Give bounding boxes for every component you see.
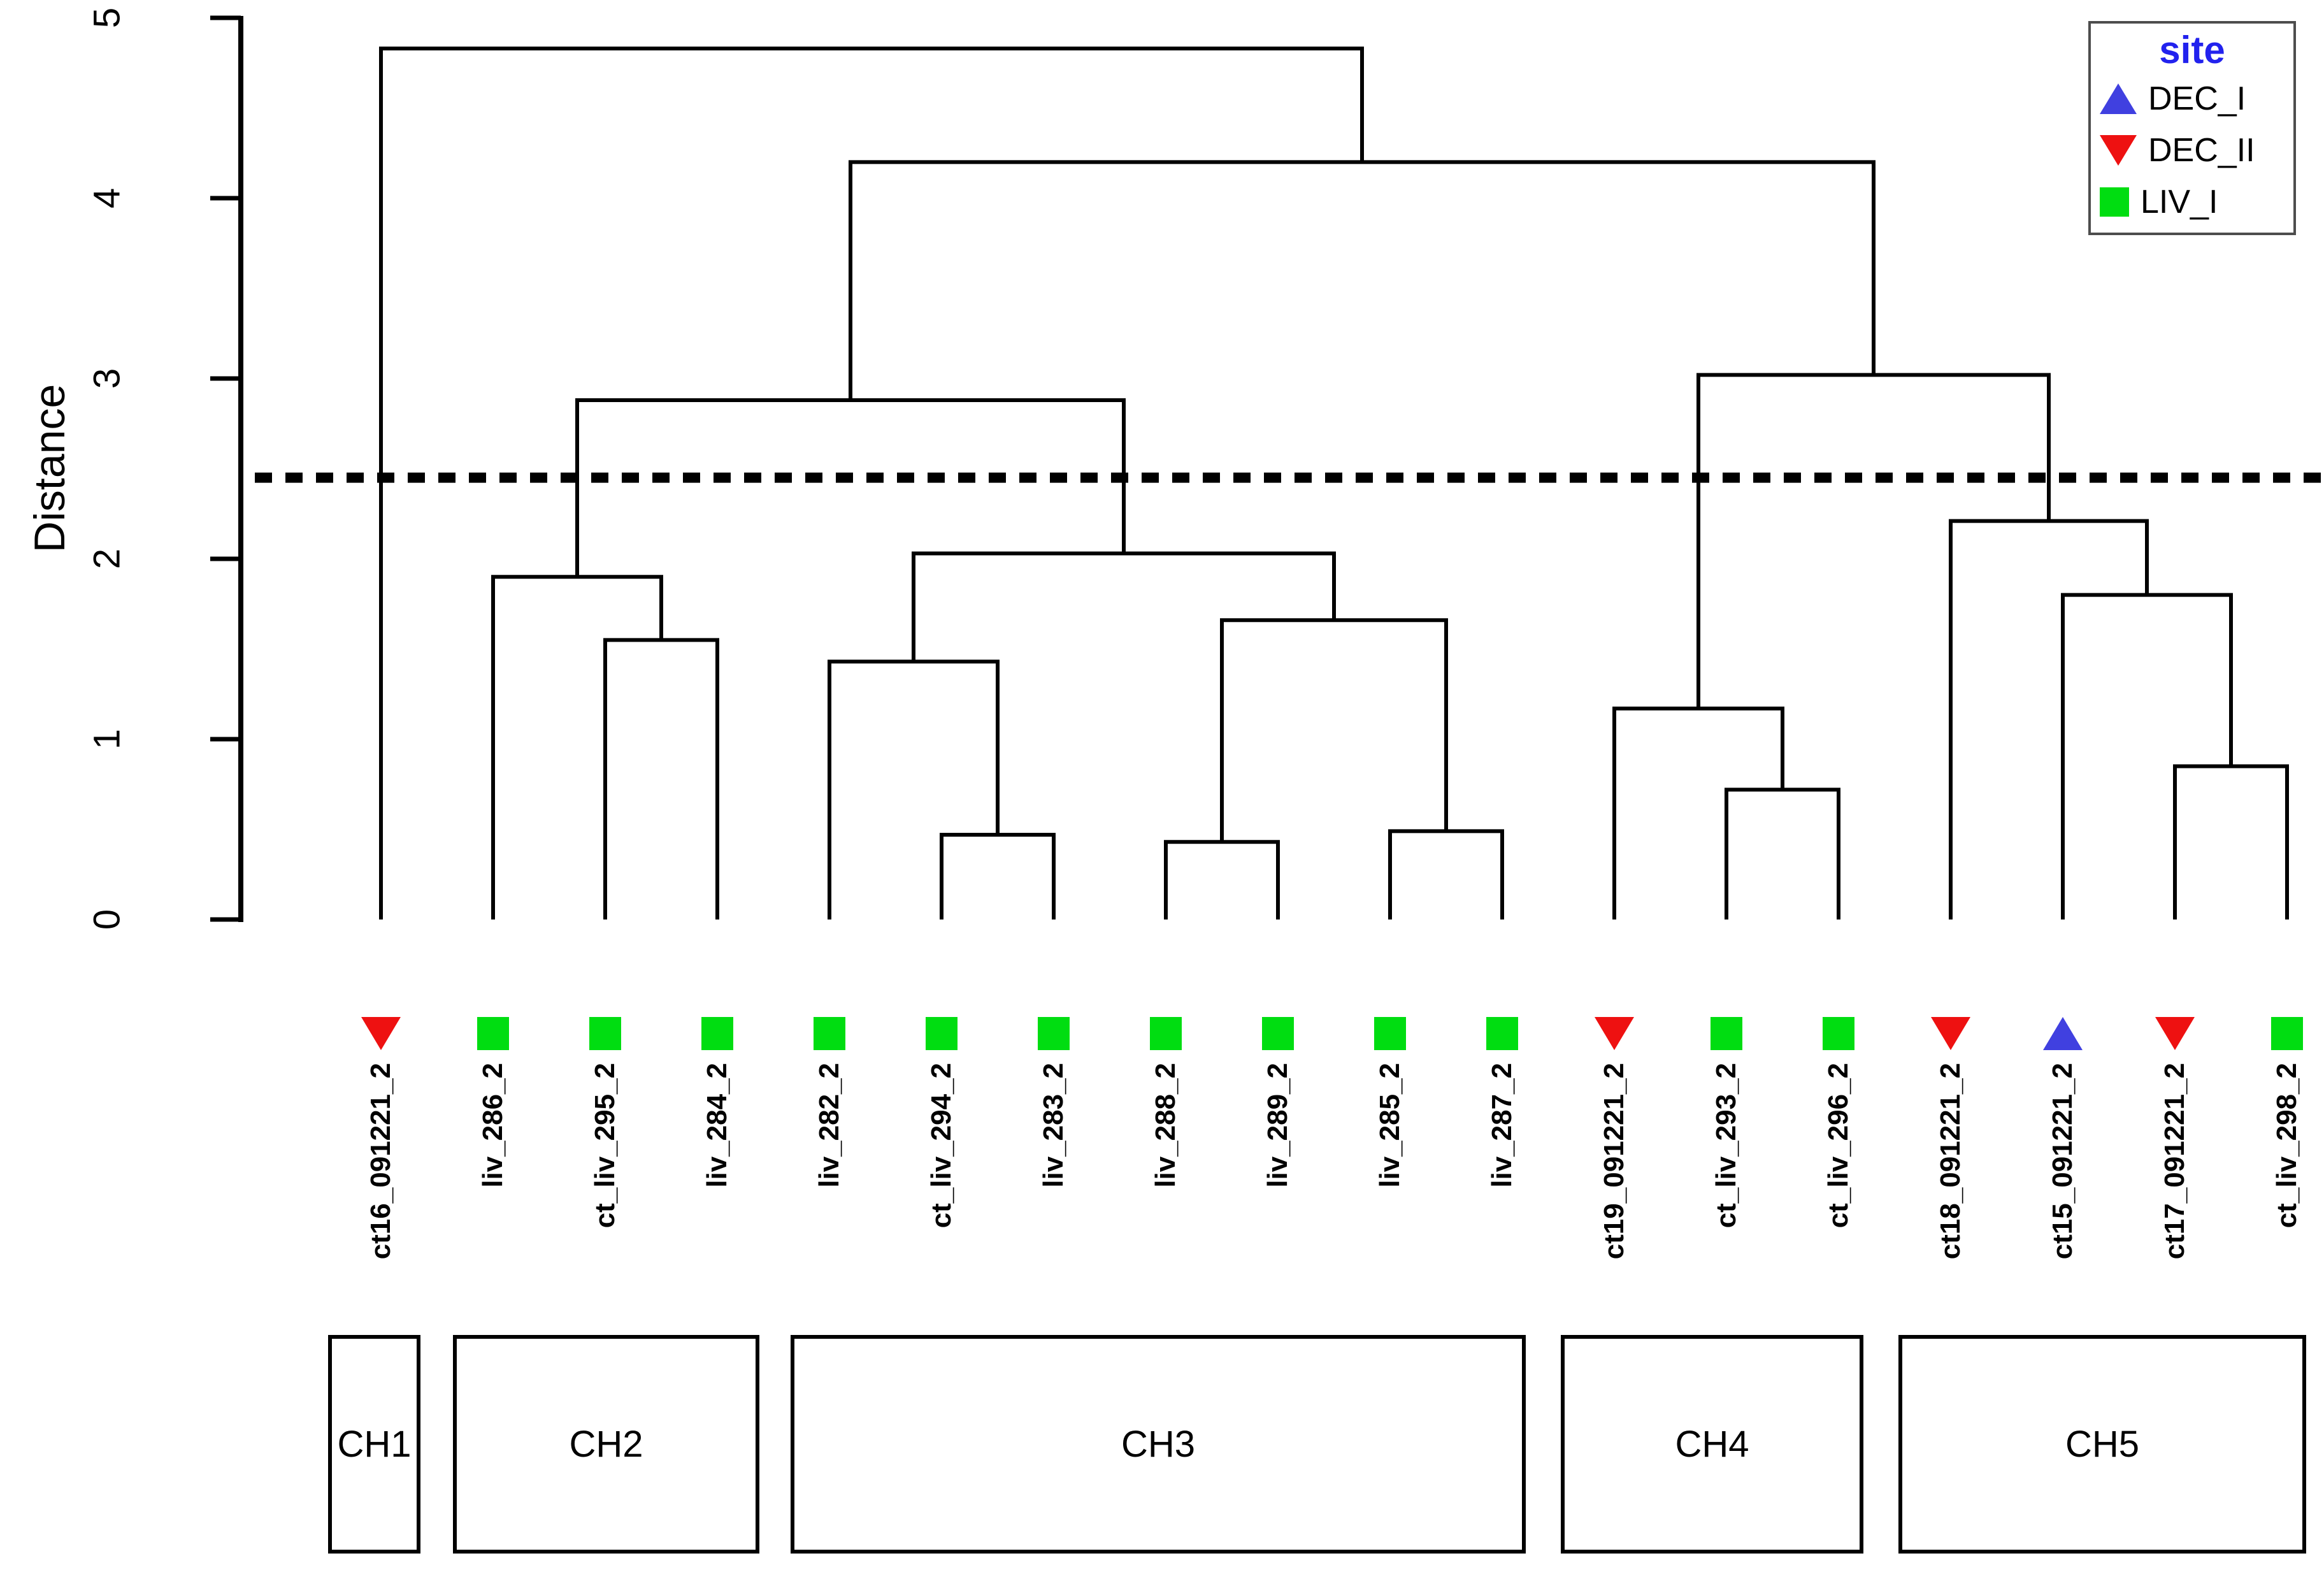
y-tick-label: 1 [86, 728, 128, 750]
y-axis [210, 15, 243, 922]
cluster-box-ch3: CH3 [791, 1335, 1526, 1554]
triangle-down-icon [1595, 1017, 1634, 1050]
legend-item: DEC_II [2100, 125, 2285, 177]
legend-title: site [2159, 29, 2225, 71]
square-icon [1486, 1017, 1518, 1050]
triangle-up-icon [2043, 1017, 2083, 1050]
legend-item-label: DEC_II [2148, 132, 2255, 169]
square-icon [1374, 1017, 1406, 1050]
square-icon [814, 1017, 845, 1050]
square-icon [1150, 1017, 1182, 1050]
square-icon [1262, 1017, 1294, 1050]
triangle-down-icon [1931, 1017, 1970, 1050]
triangle-down-icon [2100, 135, 2137, 166]
square-icon [477, 1017, 509, 1050]
y-tick-label: 3 [86, 368, 128, 389]
square-icon [2100, 187, 2129, 217]
triangle-down-icon [361, 1017, 401, 1050]
cluster-box-ch4: CH4 [1561, 1335, 1863, 1554]
square-icon [1823, 1017, 1854, 1050]
cluster-box-ch5: CH5 [1898, 1335, 2306, 1554]
square-icon [589, 1017, 621, 1050]
cluster-box-ch1: CH1 [328, 1335, 420, 1554]
y-tick-label: 4 [86, 187, 128, 209]
dendrogram-tree [379, 47, 2289, 919]
cluster-label: CH1 [337, 1424, 412, 1465]
y-tick-label: 2 [86, 548, 128, 570]
cluster-box-ch2: CH2 [453, 1335, 759, 1554]
y-axis-title: Distance [25, 384, 74, 553]
y-tick-label: 0 [86, 909, 128, 930]
legend-item: LIV_I [2100, 176, 2285, 227]
triangle-down-icon [2155, 1017, 2195, 1050]
legend-item: DEC_I [2100, 73, 2285, 125]
legend: site DEC_I DEC_II LIV_I [2088, 21, 2296, 235]
cluster-label: CH4 [1675, 1424, 1749, 1465]
y-tick-label: 5 [86, 7, 128, 29]
cluster-label: CH5 [2065, 1424, 2140, 1465]
triangle-up-icon [2100, 83, 2137, 115]
square-icon [1038, 1017, 1070, 1050]
cluster-label: CH3 [1121, 1424, 1196, 1465]
square-icon [926, 1017, 958, 1050]
square-icon [701, 1017, 733, 1050]
square-icon [1711, 1017, 1742, 1050]
cluster-label: CH2 [569, 1424, 643, 1465]
legend-item-label: LIV_I [2141, 183, 2218, 220]
legend-item-label: DEC_I [2148, 80, 2246, 118]
square-icon [2271, 1017, 2303, 1050]
